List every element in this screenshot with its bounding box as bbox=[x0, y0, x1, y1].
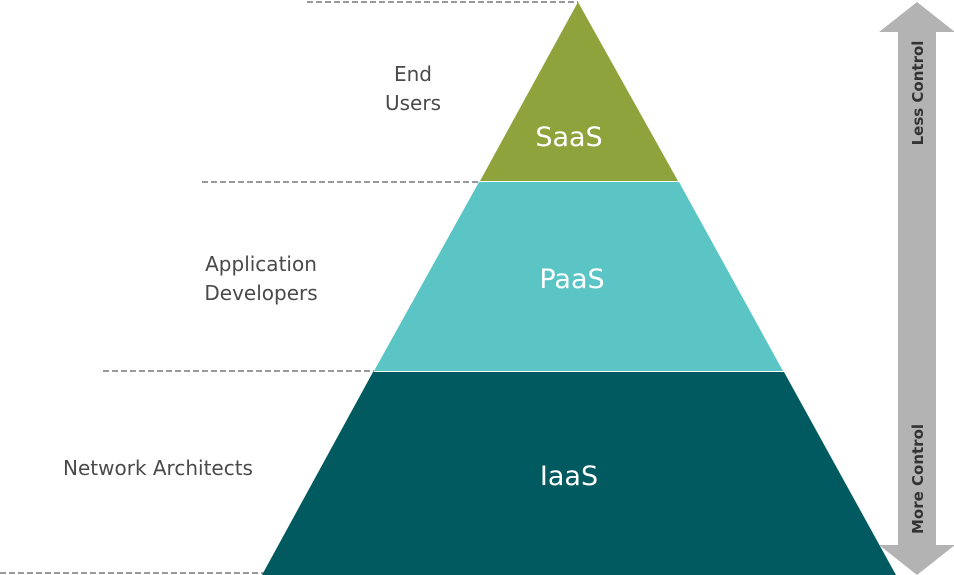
paas-tier bbox=[374, 182, 783, 371]
saas-label: SaaS bbox=[535, 122, 602, 153]
end-users-label-line1: End bbox=[394, 62, 432, 86]
more-control-label: More Control bbox=[909, 424, 927, 534]
less-control-label: Less Control bbox=[909, 41, 927, 146]
app-developers-label-line2: Developers bbox=[204, 281, 317, 305]
end-users-label-line2: Users bbox=[385, 91, 441, 115]
paas-label: PaaS bbox=[539, 264, 604, 295]
network-architects-label: Network Architects bbox=[63, 456, 253, 480]
iaas-label: IaaS bbox=[540, 461, 598, 492]
saas-tier bbox=[480, 2, 678, 181]
iaas-tier bbox=[262, 372, 896, 575]
app-developers-label-line1: Application bbox=[205, 252, 317, 276]
control-arrow bbox=[879, 2, 954, 575]
